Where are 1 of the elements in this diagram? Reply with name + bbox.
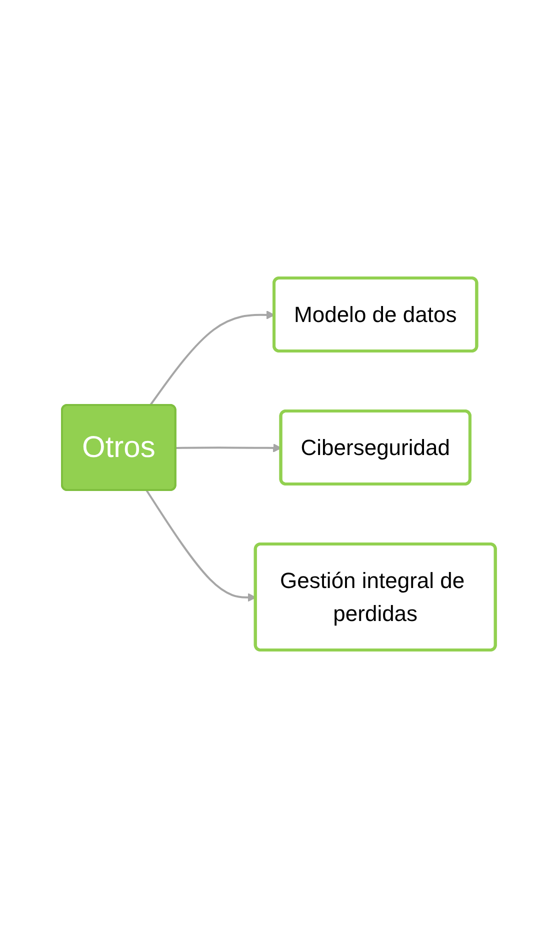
arrow (176, 444, 282, 452)
